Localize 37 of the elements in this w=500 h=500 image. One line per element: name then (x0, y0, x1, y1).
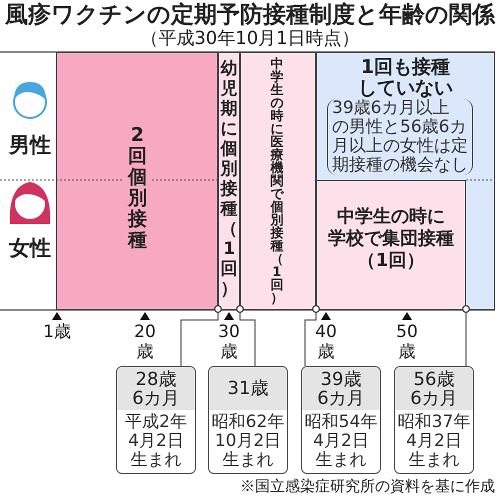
birth-date-box (394, 366, 474, 474)
age-tick-label: 30歳 (217, 322, 241, 362)
band-label: 幼児期に個別接種（1回） (219, 59, 239, 299)
band-label: 中学生の時に学校で集団接種（1回） (327, 206, 455, 272)
age-label: 56歳6カ月 (409, 368, 459, 410)
title: 風疹ワクチンの定期予防接種制度と年齢の関係 (4, 1, 496, 29)
birth-date-label: 昭和37年4月2日生まれ (396, 413, 472, 470)
vaccination-band (316, 180, 466, 310)
vaccination-band (56, 52, 218, 310)
row-label: 女性 (8, 235, 52, 262)
age-label: 39歳6カ月 (316, 368, 366, 410)
band-label: 1回も接種していない (357, 57, 454, 99)
subtitle: （平成30年10月1日時点） (139, 28, 361, 50)
leader-line (462, 305, 470, 366)
birth-date-box (208, 366, 288, 474)
age-tick-label: 20歳 (133, 322, 157, 362)
vaccination-band (218, 52, 240, 310)
birth-date-label: 平成2年4月2日生まれ (124, 413, 188, 470)
vaccination-band (240, 52, 316, 310)
age-tick-label: 40歳 (314, 322, 338, 362)
leader-line (180, 305, 222, 366)
age-tick-label: 50歳 (395, 322, 419, 362)
birth-date-box (116, 366, 196, 474)
birth-date-box (301, 366, 381, 474)
row-label: 男性 (8, 132, 52, 159)
age-label: 31歳 (226, 377, 270, 401)
note-text: 39歳6カ月以上の男性と56歳6カ月以上の女性は定期接種の機会なし (327, 99, 473, 175)
band-label: 2回個別接種 (126, 125, 148, 251)
source-note: ※国立感染症研究所の資料を基に作成 (240, 477, 495, 495)
vaccination-band (316, 52, 495, 310)
age-label: 28歳6カ月 (131, 368, 181, 410)
birth-date-label: 昭和62年10月2日生まれ (210, 413, 286, 470)
leader-line (304, 305, 320, 366)
age-tick-label: 1歳 (43, 322, 71, 342)
birth-date-label: 昭和54年4月2日生まれ (304, 413, 378, 470)
band-label: 中学生の時に医療機関で個別接種（1回） (269, 58, 285, 305)
leader-line (236, 305, 256, 366)
